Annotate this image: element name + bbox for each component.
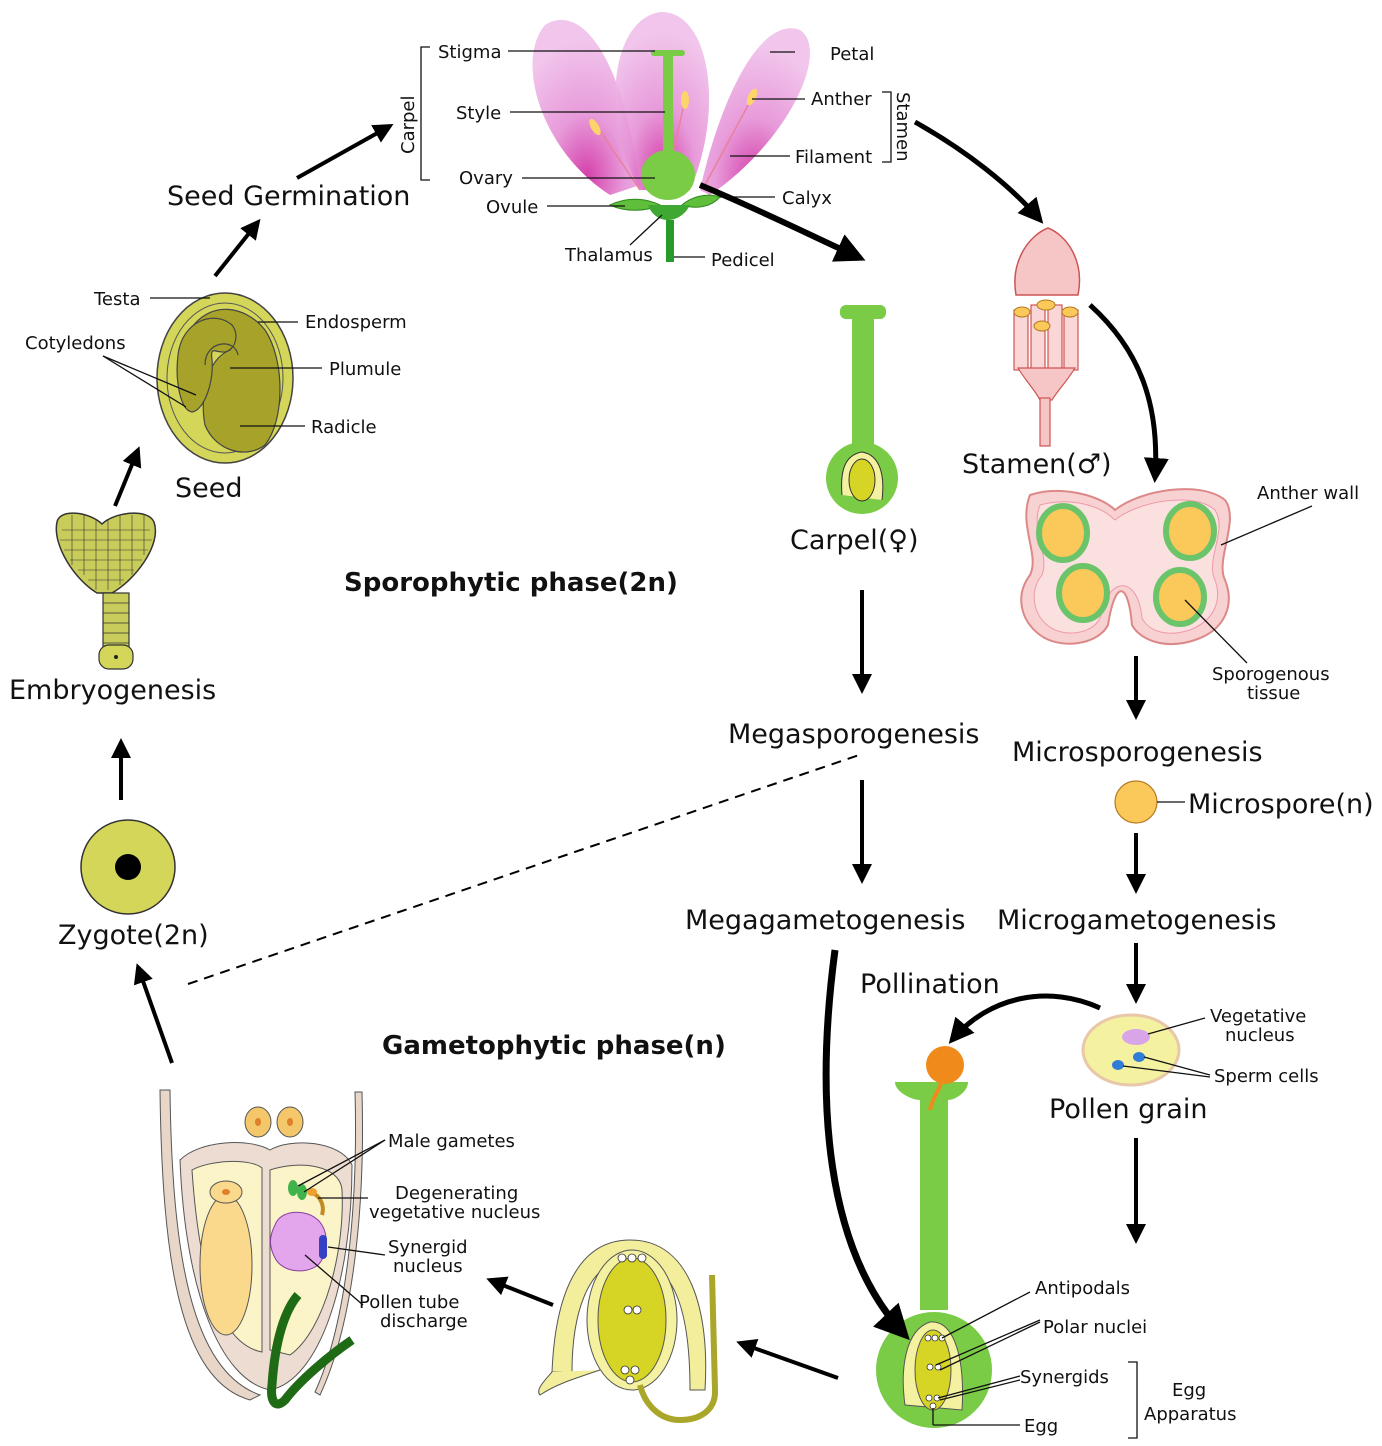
microsporogenesis-label: Microsporogenesis — [1012, 737, 1263, 768]
ovule-illustration — [538, 1239, 718, 1424]
arrow-stamen-to-anther — [1088, 303, 1169, 483]
pedicel-label: Pedicel — [711, 250, 775, 271]
arrow-seed-to-germination — [213, 218, 261, 278]
carpel-female-label: Carpel(♀) — [790, 525, 919, 556]
arrow-embryo-sac-to-ovule — [736, 1338, 839, 1380]
style-label: Style — [456, 103, 501, 124]
embryo-sac-label-lines — [932, 1291, 1138, 1439]
vegetative-nucleus-label-line1: Vegetative — [1210, 1006, 1306, 1027]
ovule-label: Ovule — [486, 197, 538, 218]
microspore-label: Microspore(n) — [1188, 789, 1374, 820]
stamen-bracket-label: Stamen — [892, 92, 913, 162]
polar-nuclei-label: Polar nuclei — [1043, 1317, 1147, 1338]
endosperm-label: Endosperm — [305, 312, 407, 333]
pollinated-carpel-illustration — [876, 1046, 992, 1428]
seed-germination-label: Seed Germination — [167, 181, 410, 212]
microgametogenesis-label: Microgametogenesis — [997, 905, 1276, 936]
thalamus-label: Thalamus — [564, 245, 653, 266]
pollen-tube-discharge-label-line1: Pollen tube — [359, 1292, 459, 1313]
degenerating-label-line1: Degenerating — [395, 1183, 518, 1204]
arrow-flower-to-carpel — [698, 182, 866, 262]
synergid-nucleus-label-line1: Synergid — [388, 1237, 468, 1258]
arrow-fertilization-to-zygote — [133, 963, 174, 1064]
megasporogenesis-label: Megasporogenesis — [728, 719, 979, 750]
stigma-label: Stigma — [438, 42, 501, 63]
arrow-megagametogenesis-to-embryo-sac — [822, 949, 910, 1341]
fertilization-label-lines — [297, 1139, 386, 1306]
seed-label-lines — [102, 297, 322, 427]
synergids-label: Synergids — [1020, 1367, 1109, 1388]
arrow-germination-to-flower — [296, 124, 394, 180]
arrow-ovule-to-fertilization — [486, 1276, 554, 1307]
carpel-bracket-label: Carpel — [398, 96, 419, 155]
plumule-label: Plumule — [329, 359, 401, 380]
arrow-flower-to-stamen — [913, 119, 1044, 224]
anther-wall-label: Anther wall — [1257, 483, 1359, 504]
cotyledons-label: Cotyledons — [25, 333, 126, 354]
arrow-pollination — [948, 993, 1102, 1044]
synergid-nucleus-label-line2: nucleus — [393, 1256, 463, 1277]
pollen-tube-discharge-label-line2: discharge — [380, 1311, 468, 1332]
gametophytic-phase-label: Gametophytic phase(n) — [382, 1031, 726, 1061]
antipodals-label: Antipodals — [1035, 1278, 1130, 1299]
embryogenesis-label: Embryogenesis — [9, 675, 216, 706]
petal-label: Petal — [830, 44, 874, 65]
stamen-male-label: Stamen(♂) — [962, 449, 1112, 480]
pollen-grain-illustration — [1081, 1013, 1211, 1087]
pollination-label: Pollination — [860, 969, 1000, 1000]
zygote-illustration — [80, 819, 176, 915]
anther-label: Anther — [811, 89, 872, 110]
vegetative-nucleus-label-line2: nucleus — [1225, 1025, 1295, 1046]
arrow-embryo-to-seed — [113, 446, 142, 507]
zygote-label: Zygote(2n) — [58, 920, 209, 951]
fertilization-illustration — [159, 1089, 364, 1409]
pollen-grain-label: Pollen grain — [1049, 1094, 1208, 1125]
seed-illustration — [156, 292, 294, 464]
seed-label: Seed — [175, 473, 243, 504]
stamen-illustration — [1013, 227, 1081, 447]
egg-apparatus-label-line2: Apparatus — [1144, 1404, 1236, 1425]
sporogenous-label-line2: tissue — [1247, 683, 1300, 704]
megagametogenesis-label: Megagametogenesis — [685, 905, 965, 936]
flower-illustration — [532, 11, 810, 262]
degenerating-label-line2: vegetative nucleus — [369, 1202, 540, 1223]
sporophytic-phase-label: Sporophytic phase(2n) — [344, 568, 678, 598]
radicle-label: Radicle — [311, 417, 377, 438]
calyx-label: Calyx — [782, 188, 832, 209]
sporogenous-label-line1: Sporogenous — [1212, 664, 1330, 685]
carpel-illustration — [826, 305, 898, 514]
microspore-illustration — [1114, 780, 1185, 824]
anther-cross-section — [1020, 488, 1313, 664]
male-gametes-label: Male gametes — [388, 1131, 515, 1152]
embryo-illustration — [55, 512, 157, 670]
phase-divider-line — [187, 753, 863, 985]
sperm-cells-label: Sperm cells — [1214, 1066, 1319, 1087]
filament-label: Filament — [795, 147, 872, 168]
ovary-label: Ovary — [459, 168, 513, 189]
egg-apparatus-label-line1: Egg — [1172, 1380, 1206, 1401]
testa-label: Testa — [93, 289, 140, 310]
egg-label: Egg — [1024, 1416, 1058, 1437]
